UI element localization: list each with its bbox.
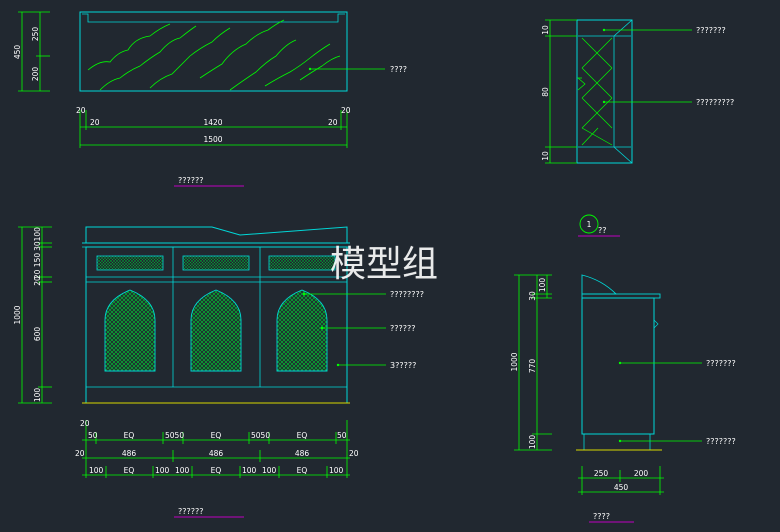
- front-label-1: ????????: [390, 290, 424, 299]
- section-label-2: ?????????: [696, 98, 734, 107]
- arched-door-left: [104, 289, 156, 372]
- side-dim-450: 450: [614, 483, 629, 492]
- dim-top-20a: 20: [76, 106, 86, 115]
- front-label-2: ??????: [390, 324, 415, 333]
- front-row2-20b: 20: [349, 449, 359, 458]
- front-row1-5050a: 5050: [165, 431, 184, 440]
- front-label-3: 3?????: [390, 361, 416, 370]
- front-row2-20a: 20: [75, 449, 85, 458]
- detail-marker-number: 1: [587, 220, 592, 229]
- dim-height-upper: 250: [31, 27, 40, 42]
- arched-door-right: [276, 289, 328, 372]
- front-row1-5050b: 5050: [251, 431, 270, 440]
- side-dim-200: 200: [634, 469, 649, 478]
- front-row3-eq1: EQ: [124, 466, 135, 475]
- dim-top-1500: 1500: [203, 135, 222, 144]
- front-row3-100a: 100: [89, 466, 104, 475]
- front-row3-100b: 100: [155, 466, 170, 475]
- front-row2-486b: 486: [209, 449, 224, 458]
- front-row1-eq3: EQ: [297, 431, 308, 440]
- marble-veins: [87, 19, 341, 91]
- side-dim-100a: 100: [538, 278, 547, 293]
- front-row3-100f: 100: [329, 466, 344, 475]
- front-row3-eq3: EQ: [297, 466, 308, 475]
- front-row2-486a: 486: [122, 449, 137, 458]
- front-dim-20-150: 20 150: [33, 253, 42, 279]
- section-dim-10a: 10: [541, 25, 550, 35]
- front-dim-30100: 30100: [33, 227, 42, 251]
- front-dim-1000: 1000: [13, 305, 22, 324]
- side-dim-1000: 1000: [510, 352, 519, 371]
- watermark: 模型组: [330, 244, 438, 285]
- section-label-1: ???????: [696, 26, 726, 35]
- side-dim-250: 250: [594, 469, 609, 478]
- top-view-title: ??????: [178, 176, 203, 185]
- front-elevation-title: ??????: [178, 507, 203, 516]
- front-row1-50b: 50: [337, 431, 347, 440]
- drawer-grille-left: [96, 255, 164, 271]
- front-row1-20: 20: [80, 419, 90, 428]
- side-dim-770: 770: [528, 359, 537, 374]
- front-row3-100c: 100: [175, 466, 190, 475]
- front-row1-eq2: EQ: [211, 431, 222, 440]
- section-dim-10b: 10: [541, 151, 550, 161]
- front-dim-20: 20: [33, 276, 42, 286]
- drawer-grille-right: [268, 255, 336, 271]
- section-dim-80: 80: [541, 87, 550, 97]
- front-row3-100d: 100: [242, 466, 257, 475]
- countertop-outline: [79, 11, 348, 92]
- arched-door-center: [190, 289, 242, 372]
- dim-height-total: 450: [13, 45, 22, 60]
- front-dim-100: 100: [33, 388, 42, 403]
- front-row1-50a: 50: [88, 431, 98, 440]
- detail-marker-circle: [579, 214, 599, 234]
- dim-top-1420: 1420: [203, 118, 222, 127]
- section-detail: 10 80 10 ??????? ????????? 1 ??: [541, 19, 734, 237]
- dim-top-20b: 20: [90, 118, 100, 127]
- front-row3-100e: 100: [262, 466, 277, 475]
- top-view: ???? 450 250 200 20 20 1420 20 20 1500 ?…: [13, 11, 407, 187]
- side-label-2: ???????: [706, 437, 736, 446]
- dim-top-20d: 20: [341, 106, 351, 115]
- side-label-1: ???????: [706, 359, 736, 368]
- front-row2-486c: 486: [295, 449, 310, 458]
- front-elevation: ???????? ?????? 3????? 1000 30100 20 150…: [13, 226, 424, 518]
- side-elevation-title: ????: [593, 512, 610, 521]
- dim-height-lower: 200: [31, 67, 40, 82]
- front-row1-eq1: EQ: [124, 431, 135, 440]
- countertop-label: ????: [390, 65, 407, 74]
- front-row3-eq2: EQ: [211, 466, 222, 475]
- side-dim-100b: 100: [528, 435, 537, 450]
- side-dim-30: 30: [528, 291, 537, 301]
- dim-top-20c: 20: [328, 118, 338, 127]
- front-dim-600: 600: [33, 327, 42, 342]
- detail-marker-text: ??: [598, 226, 607, 235]
- side-elevation: ??????? ??????? 1000 30 100 770 100 250 …: [510, 274, 736, 523]
- drawer-grille-center: [182, 255, 250, 271]
